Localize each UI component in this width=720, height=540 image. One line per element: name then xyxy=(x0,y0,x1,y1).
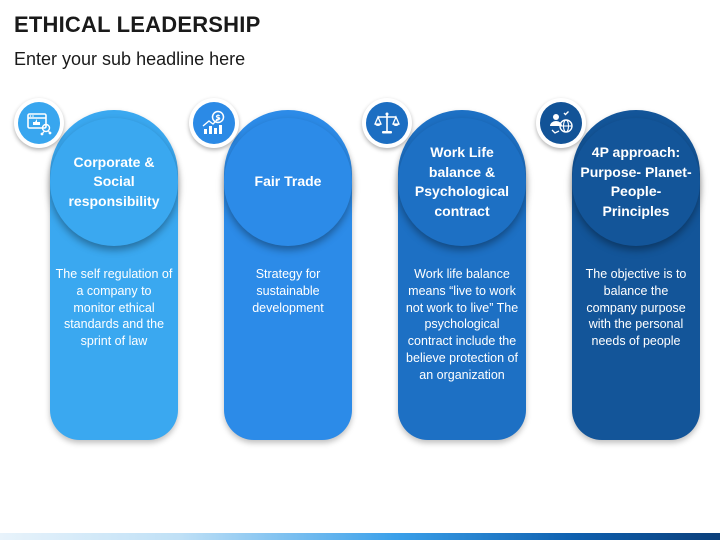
card-work-life-balance-description: Work life balance means “live to work no… xyxy=(405,267,519,382)
card-4p-approach-heading: 4P approach: Purpose- Planet- People- Pr… xyxy=(580,144,692,219)
card-work-life-balance-heading: Work Life balance & Psychological contra… xyxy=(414,144,510,219)
svg-text:$: $ xyxy=(215,113,221,122)
card-csr-description: The self regulation of a company to moni… xyxy=(55,267,173,349)
card-csr-icon-badge xyxy=(14,98,64,148)
slide-title: ETHICAL LEADERSHIP xyxy=(14,12,261,37)
card-fair-trade-heading: Fair Trade xyxy=(254,173,322,190)
coin-growth-chart-icon: $ xyxy=(202,110,225,134)
card-fair-trade-heading-circle: Fair Trade xyxy=(224,118,352,246)
people-globe-icon xyxy=(550,111,573,134)
card-fair-trade-icon-badge: $ xyxy=(189,98,239,148)
card-4p-approach-icon-badge xyxy=(536,98,586,148)
card-work-life-balance-icon-badge xyxy=(362,98,412,148)
card-4p-approach-description: The objective is to balance the company … xyxy=(585,267,687,349)
slide-subtitle: Enter your sub headline here xyxy=(14,49,246,69)
card-csr-heading: Corporate & Social responsibility xyxy=(68,153,160,209)
card-4p-approach-heading-circle: 4P approach: Purpose- Planet- People- Pr… xyxy=(572,118,700,246)
card-work-life-balance-heading-circle: Work Life balance & Psychological contra… xyxy=(398,118,526,246)
balance-scale-icon xyxy=(374,112,400,134)
web-like-network-icon xyxy=(27,113,52,136)
bottom-accent-bar xyxy=(0,533,720,540)
card-fair-trade-description: Strategy for sustainable development xyxy=(252,267,324,315)
card-csr-heading-circle: Corporate & Social responsibility xyxy=(50,118,178,246)
